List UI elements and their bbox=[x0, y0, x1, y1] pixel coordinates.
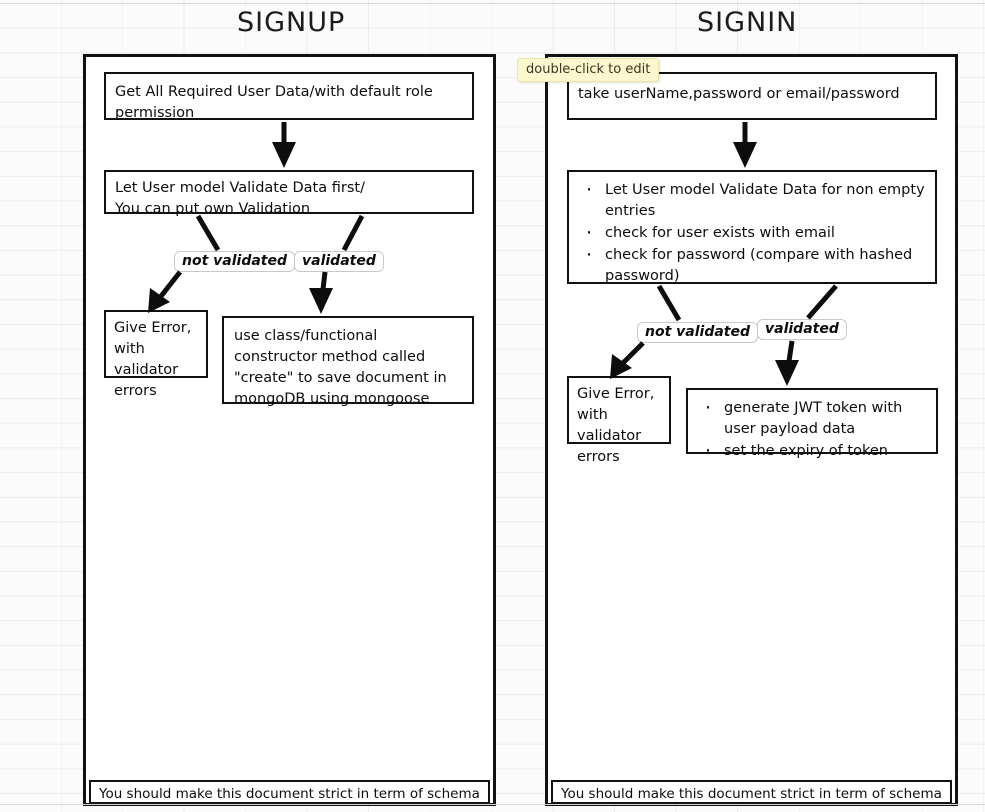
signup-footer-node[interactable]: You should make this document strict in … bbox=[89, 780, 490, 804]
signin-error-line-1: Give Error, bbox=[577, 386, 655, 402]
signup-create-text: use class/functional constructor method … bbox=[234, 328, 452, 408]
signin-input-text: take userName,password or email/password bbox=[578, 86, 900, 102]
signup-flow-title: SIGNUP bbox=[237, 7, 346, 38]
list-item: check for password (compare with hashed … bbox=[586, 243, 925, 287]
signin-error-node[interactable]: Give Error, with validator errors bbox=[567, 376, 671, 465]
signup-error-node[interactable]: Give Error, with validator errors bbox=[104, 310, 208, 399]
signup-footer-text: You should make this document strict in … bbox=[99, 786, 480, 802]
signup-error-line-2: with validator bbox=[114, 341, 179, 379]
signin-error-line-3: errors bbox=[577, 449, 620, 466]
signup-validate-line-2: You can put own Validation bbox=[115, 201, 311, 218]
signin-token-list: generate JWT token with user payload dat… bbox=[698, 396, 926, 464]
signup-edge-label-not-validated[interactable]: not validated bbox=[174, 251, 295, 272]
signin-validate-node[interactable]: Let User model Validate Data for non emp… bbox=[567, 170, 937, 284]
signup-error-line-3: errors bbox=[114, 383, 157, 400]
signin-flow-title: SIGNIN bbox=[697, 7, 798, 38]
list-item: set the expiry of token bbox=[705, 439, 926, 464]
signin-token-node[interactable]: generate JWT token with user payload dat… bbox=[686, 388, 938, 464]
double-click-to-edit-tooltip: double-click to edit bbox=[517, 58, 660, 82]
signin-edge-label-not-validated[interactable]: not validated bbox=[637, 322, 758, 343]
list-item: generate JWT token with user payload dat… bbox=[705, 396, 926, 440]
signup-validate-node[interactable]: Let User model Validate Data first/ You … bbox=[104, 170, 474, 217]
list-item: Let User model Validate Data for non emp… bbox=[586, 178, 925, 222]
signin-edge-label-validated[interactable]: validated bbox=[757, 319, 847, 340]
signup-input-node[interactable]: Get All Required User Data/with default … bbox=[104, 72, 474, 121]
signin-validate-list: Let User model Validate Data for non emp… bbox=[579, 178, 925, 287]
signin-error-line-2: with validator bbox=[577, 407, 642, 445]
signup-create-node[interactable]: use class/functional constructor method … bbox=[222, 316, 474, 407]
signup-panel[interactable] bbox=[83, 54, 496, 806]
list-item: check for user exists with email bbox=[586, 221, 925, 246]
signup-input-text: Get All Required User Data/with default … bbox=[115, 84, 438, 122]
signin-footer-node[interactable]: You should make this document strict in … bbox=[551, 780, 952, 804]
signup-error-line-1: Give Error, bbox=[114, 320, 192, 336]
signup-edge-label-validated[interactable]: validated bbox=[294, 251, 384, 272]
signup-validate-line-1: Let User model Validate Data first/ bbox=[115, 180, 365, 196]
signin-footer-text: You should make this document strict in … bbox=[561, 786, 942, 802]
